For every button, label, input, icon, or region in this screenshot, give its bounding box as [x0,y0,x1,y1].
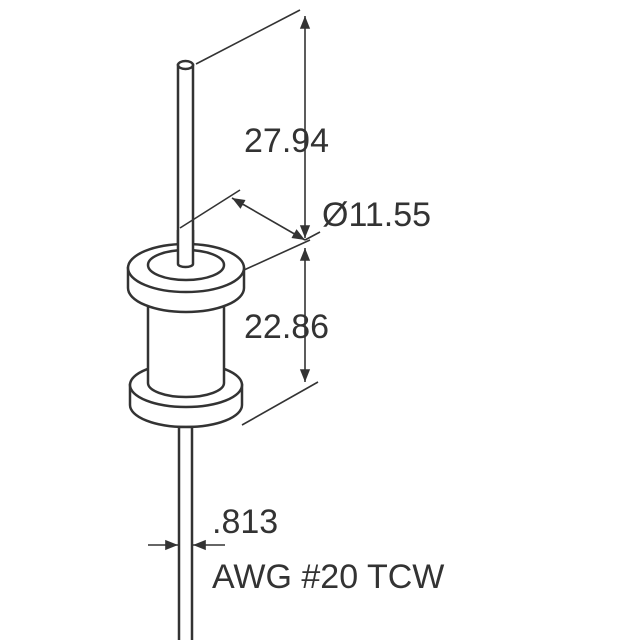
body-cylinder [146,298,226,399]
top-lead [176,59,195,267]
body-length-label: 22.86 [244,308,329,346]
lead-length-label: 27.94 [244,122,329,160]
lead-diameter-label: .813 [212,503,278,541]
bottom-lead [177,425,194,640]
dimension-lines [148,9,321,551]
top-flange [126,230,246,314]
wire-spec-label: AWG #20 TCW [212,558,444,596]
diameter-label: Ø11.55 [322,196,431,234]
